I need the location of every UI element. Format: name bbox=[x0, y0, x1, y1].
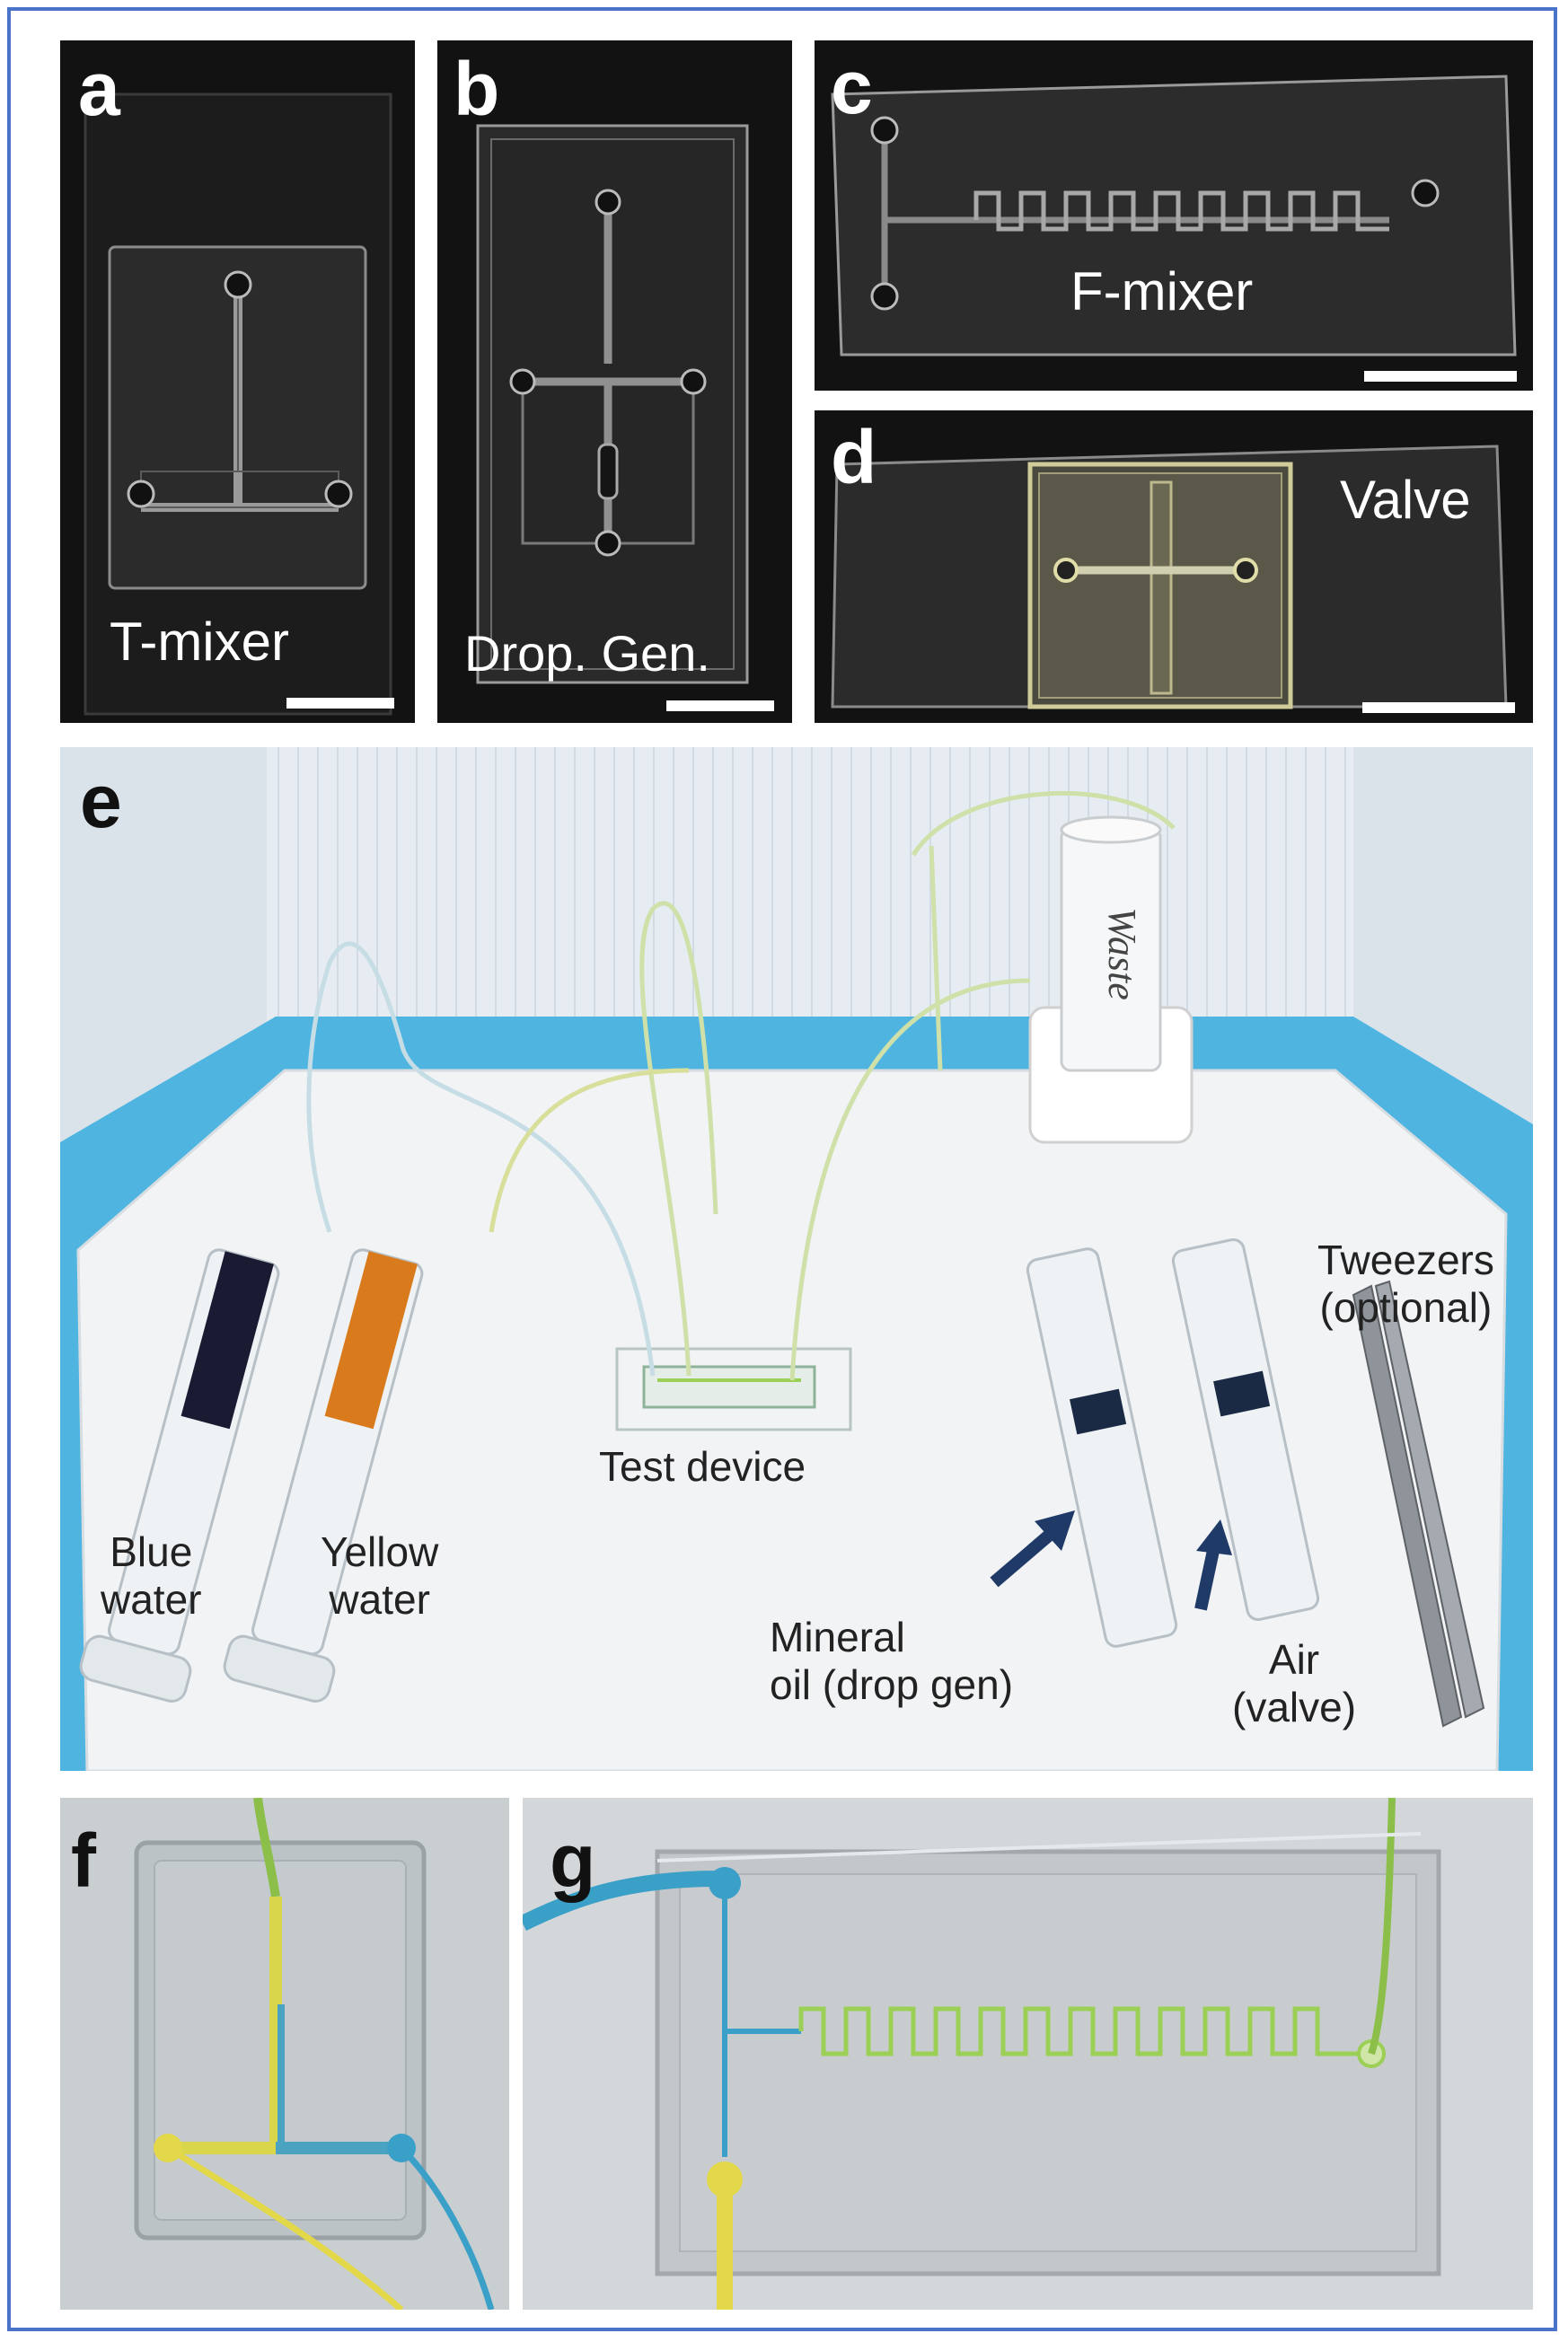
t-mixer-liquid-image bbox=[134, 1798, 495, 2310]
figure-frame: a T-mixer b Drop. Gen. bbox=[7, 7, 1557, 2331]
panel-label-a: a bbox=[78, 47, 120, 131]
scale-bar-b bbox=[666, 700, 774, 711]
annotation-yellow-water: Yellow water bbox=[321, 1528, 439, 1623]
annotation-blue-water: Blue water bbox=[101, 1528, 202, 1623]
annotation-tweezers: Tweezers (optional) bbox=[1317, 1237, 1494, 1331]
valve-label: Valve bbox=[1340, 470, 1471, 530]
annotation-mineral-oil: Mineral oil (drop gen) bbox=[770, 1614, 1014, 1708]
t-mixer-label: T-mixer bbox=[110, 612, 289, 672]
panel-g-f-mixer-liquid-photo: g bbox=[523, 1798, 1533, 2310]
panel-label-d: d bbox=[831, 415, 877, 499]
panel-label-c: c bbox=[831, 45, 873, 129]
t-mixer-image bbox=[84, 92, 392, 716]
syringe-mineral-oil bbox=[1026, 1247, 1178, 1648]
panel-d-valve-photo: d Valve bbox=[815, 410, 1533, 723]
annotation-test-device: Test device bbox=[599, 1443, 806, 1490]
tweezers bbox=[1352, 1280, 1485, 1728]
serpentine-channel bbox=[973, 190, 1389, 232]
setup-image: Waste bbox=[60, 747, 1533, 1771]
arrow-air bbox=[1194, 1519, 1232, 1611]
scale-bar-c bbox=[1364, 371, 1517, 382]
syringe-blue bbox=[79, 1248, 280, 1703]
panel-label-f: f bbox=[71, 1818, 96, 1903]
waste-tube: Waste bbox=[1028, 815, 1194, 1144]
droplet-generator-image bbox=[476, 124, 749, 684]
valve-image bbox=[831, 445, 1508, 709]
panel-label-e: e bbox=[80, 759, 122, 843]
waste-tube-writing: Waste bbox=[1100, 907, 1144, 1000]
arrow-mineral-oil bbox=[990, 1510, 1075, 1588]
syringe-air bbox=[1171, 1238, 1320, 1621]
f-mixer-image bbox=[831, 75, 1517, 357]
panel-c-f-mixer-photo: c F-mixer bbox=[815, 40, 1533, 391]
f-mixer-label: F-mixer bbox=[1070, 261, 1254, 321]
f-mixer-liquid-image bbox=[523, 1798, 1441, 2310]
serpentine-mixing-channel bbox=[798, 2006, 1367, 2056]
panel-b-droplet-generator-photo: b Drop. Gen. bbox=[437, 40, 792, 723]
panel-label-b: b bbox=[454, 47, 500, 131]
scale-bar-a bbox=[286, 698, 394, 709]
panel-a-t-mixer-photo: a T-mixer bbox=[60, 40, 415, 723]
panel-label-g: g bbox=[550, 1818, 596, 1903]
panel-e-setup-photo: Waste bbox=[60, 747, 1533, 1771]
scale-bar-d bbox=[1362, 702, 1515, 713]
panel-f-t-mixer-liquid-photo: f bbox=[60, 1798, 509, 2310]
annotation-air: Air (valve) bbox=[1232, 1636, 1357, 1730]
drop-gen-label: Drop. Gen. bbox=[464, 625, 710, 682]
syringe-yellow bbox=[223, 1248, 424, 1703]
